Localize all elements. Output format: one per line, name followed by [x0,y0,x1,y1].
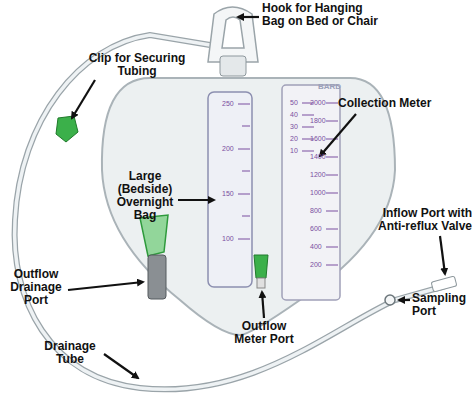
scale-number: 200 [222,145,234,153]
part-label: Outflow Drainage Port [6,268,66,307]
scale-number: 150 [222,190,234,198]
scale-number: 600 [310,225,322,233]
leader-arrow [399,299,410,301]
scale-number: 1600 [310,135,326,143]
leader-arrow [72,80,95,118]
part-label: Outflow Meter Port [230,320,298,346]
scale-number: 50 [290,99,298,107]
hanging-hook [208,7,258,62]
scale-number: 1400 [310,153,326,161]
meter-port-cap [257,278,265,288]
drainage-tube [15,35,445,389]
scale-number: 10 [290,147,298,155]
scale-number: 800 [310,207,322,215]
scale-number: 200 [310,261,322,269]
scale-number: 100 [222,235,234,243]
top-connector [220,56,246,76]
meter-port [254,255,268,278]
scale-number: 250 [222,100,234,108]
drainage-clamp [148,255,166,299]
part-label: Large (Bedside) Overnight Bag [114,170,176,222]
brand-mark: BARD [318,82,341,91]
leader-arrows [68,17,445,378]
part-label: Drainage Tube [38,340,102,366]
scale-number: 40 [290,111,298,119]
meter-chamber [208,92,252,287]
scale-number: 30 [290,123,298,131]
bag-body [102,78,395,335]
part-label: Clip for Securing Tubing [88,52,186,78]
sampling-port [385,295,395,305]
scale-number: 20 [290,135,298,143]
part-label: Sampling Port [412,292,470,318]
scale-number: 1000 [310,189,326,197]
part-label: Inflow Port with Anti-reflux Valve [370,207,472,233]
part-label: Hook for Hanging Bag on Bed or Chair [262,2,382,28]
tube-outline [15,35,445,389]
leader-arrow [178,199,214,201]
leader-arrow [104,354,138,378]
inflow-port [431,276,457,292]
scale-number: 1200 [310,171,326,179]
leader-arrow [238,16,259,18]
tubing-clip [56,116,78,142]
leader-arrow [68,282,143,290]
collection-meter [282,85,340,300]
meter-ticks [238,104,250,239]
scale-number: 2000 [310,99,326,107]
part-label: Collection Meter [338,97,450,110]
scale-number: 400 [310,243,322,251]
leader-arrow [262,292,264,318]
scale-number: 1800 [310,117,326,125]
collection-ticks [302,103,338,265]
leader-arrow [440,236,445,274]
